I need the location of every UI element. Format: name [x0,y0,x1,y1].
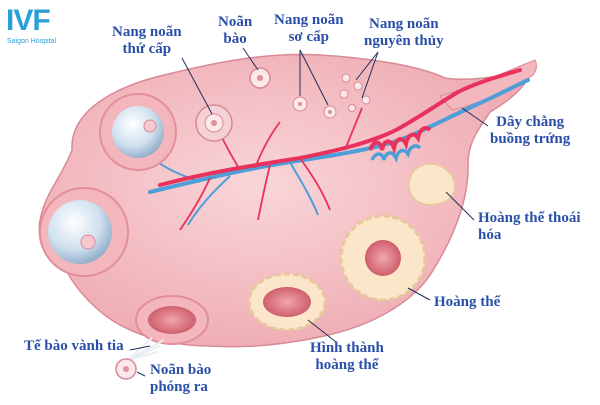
forming-corpus-luteum [247,272,327,332]
label-line: phóng ra [150,379,208,395]
label-line: nguyên thủy [364,33,444,49]
vein-main [148,78,530,194]
label-line: Nang noãn [112,24,182,40]
label-line: hoàng thể [315,357,379,373]
oocyte [249,67,271,89]
label-released-oocyte: Noãn bào phóng ra [150,362,211,396]
label-oocyte: Noãn bào [218,14,252,48]
label-line: Tế bào vành tia [24,338,124,354]
label-line: Hoàng thể [434,294,501,310]
mature-follicle-bottom [39,187,129,277]
mature-follicle-top [99,93,177,171]
label-line: Hình thành [310,340,384,356]
label-forming-corpus-luteum: Hình thành hoàng thể [310,340,384,374]
label-line: buồng trứng [490,131,571,147]
label-ovarian-ligament: Dây chằng buồng trứng [490,114,570,148]
label-line: Noãn [218,14,253,30]
released-oocyte [115,337,165,380]
primordial-follicles [339,73,371,112]
logo-subtitle: Saigon Hospital [7,38,57,45]
label-corpus-albicans: Hoàng thể thoái hóa [478,210,581,244]
label-line: Noãn bào [150,362,212,378]
artery-coils [368,126,432,155]
label-secondary-follicle: Nang noãn thứ cấp [112,24,182,58]
label-line: hóa [478,227,502,243]
label-primary-follicle: Nang noãn sơ cấp [274,12,344,46]
artery-main [158,68,522,187]
ivf-logo: IVF Saigon Hospital [6,6,66,50]
label-line: Nang noãn [274,12,344,28]
primary-follicle [292,96,337,119]
label-line: Hoàng thể thoái [478,210,581,226]
label-line: Dây chằng [496,114,565,130]
leader-lines [129,47,489,377]
label-primordial-follicle: Nang noãn nguyên thủy [364,16,444,50]
corpus-luteum [339,214,427,302]
vein-coils [370,144,422,164]
ruptured-follicle [135,295,209,345]
label-line: sơ cấp [288,29,329,45]
logo-mark: IVF [6,4,51,37]
label-line: bào [223,31,247,47]
label-corona-radiata: Tế bào vành tia [24,338,124,355]
secondary-follicle [195,104,233,142]
label-line: Nang noãn [369,16,439,32]
corpus-albicans [408,163,456,206]
label-line: thứ cấp [122,41,172,57]
label-corpus-luteum: Hoàng thể [434,294,500,311]
artery-branch [179,107,363,231]
